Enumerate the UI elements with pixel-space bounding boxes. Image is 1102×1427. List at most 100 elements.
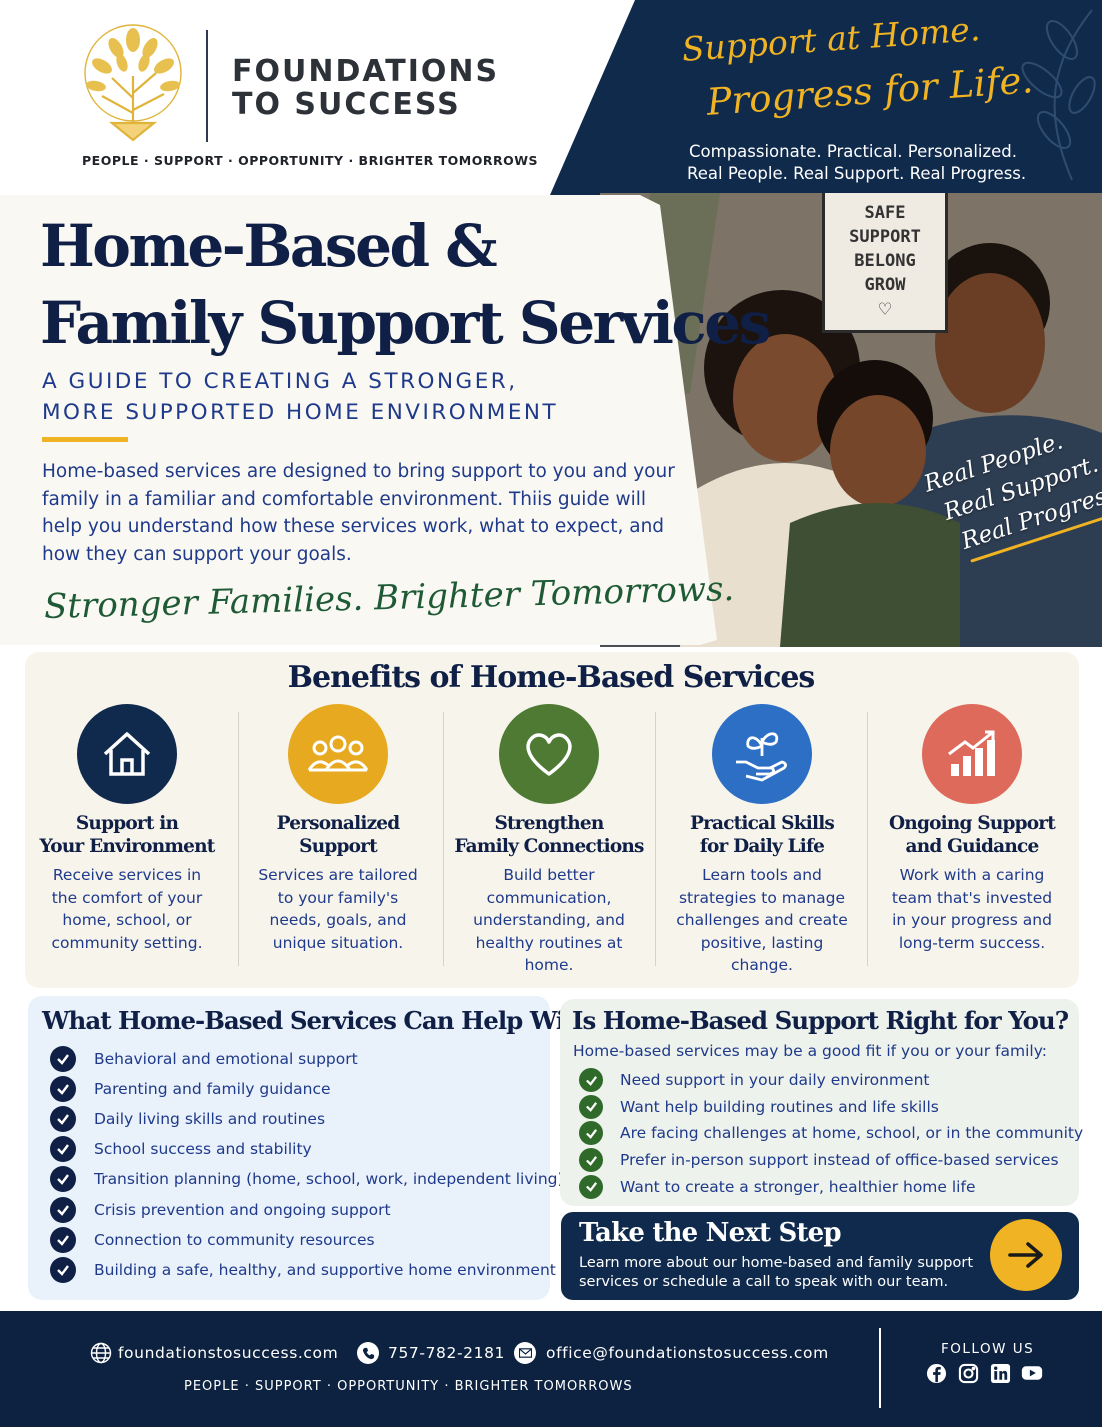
hero-subtitle-line-1: A GUIDE TO CREATING A STRONGER, [42,369,518,394]
check-icon [579,1094,603,1119]
footer-phone-link[interactable]: 757-782-2181 [357,1342,505,1364]
list-item-label: Need support in your daily environment [620,1071,930,1090]
benefit-desc: Work with a caring team that's invested … [891,866,1053,952]
hero-subtitle-line-2: MORE SUPPORTED HOME ENVIRONMENT [42,400,559,425]
linkedin-icon[interactable] [989,1362,1011,1384]
header-subline-2: Real People. Real Support. Real Progress… [687,164,1027,183]
benefit-desc: Services are tailored to your family's n… [258,866,418,952]
list-item: Behavioral and emotional support [50,1044,564,1074]
home-icon [77,704,177,804]
list-item-label: Connection to community resources [94,1230,375,1249]
heart-icon [499,704,599,804]
hero-title-line-1: Home-Based & [40,212,498,280]
fit-panel [560,999,1079,1206]
sign-line: SUPPORT [849,227,921,247]
sign-line: SAFE [864,203,906,223]
list-item-label: Are facing challenges at home, school, o… [620,1124,1084,1143]
phone-icon [357,1342,379,1364]
list-item: Transition planning (home, school, work,… [50,1164,564,1194]
check-icon [50,1166,76,1193]
list-item-label: Crisis prevention and ongoing support [94,1200,391,1219]
mail-icon [514,1342,536,1364]
fit-list: Need support in your daily environment W… [579,1067,1083,1200]
benefit-divider [867,712,868,966]
footer [0,1311,1102,1427]
list-item: Want to create a stronger, healthier hom… [579,1173,1083,1200]
brand-tagline: PEOPLE · SUPPORT · OPPORTUNITY · BRIGHTE… [82,153,538,168]
list-item: Prefer in-person support instead of offi… [579,1147,1083,1174]
footer-divider [879,1328,881,1408]
benefit-divider [238,712,239,966]
help-panel [28,996,550,1300]
list-item: Want help building routines and life ski… [579,1094,1083,1121]
benefits-title: Benefits of Home-Based Services [287,660,816,695]
next-step-button[interactable] [990,1219,1062,1291]
check-icon [50,1226,76,1253]
benefit-title-line: Your Environment [39,836,216,857]
logo-divider [206,30,208,142]
list-item: School success and stability [50,1134,564,1164]
check-icon [579,1068,603,1093]
header-banner [550,0,1102,195]
benefit-divider [655,712,656,966]
follow-us-label: FOLLOW US [941,1341,1035,1357]
instagram-icon[interactable] [957,1362,979,1384]
leaf-decoration-icon [1021,9,1096,181]
benefit-title-line: Family Connections [454,836,644,857]
hero-subtitle: A GUIDE TO CREATING A STRONGER, MORE SUP… [42,366,558,428]
benefit-desc: Build better communication, understandin… [473,866,625,974]
check-icon [579,1174,603,1199]
header-subline-1: Compassionate. Practical. Personalized. [689,142,1018,161]
list-item-label: Transition planning (home, school, work,… [94,1170,564,1189]
list-item-label: Want help building routines and life ski… [620,1097,939,1116]
benefit-desc: Receive services in the comfort of your … [51,866,203,952]
globe-icon [90,1342,112,1364]
gold-rule [42,437,128,442]
list-item: Connection to community resources [50,1225,564,1255]
list-item-label: School success and stability [94,1140,312,1159]
group-icon [288,704,388,804]
list-item-label: Behavioral and emotional support [94,1050,358,1069]
list-item-label: Want to create a stronger, healthier hom… [620,1177,976,1196]
growth-chart-icon [922,704,1022,804]
benefit-divider [443,712,444,966]
check-icon [50,1196,76,1223]
hero-body: Home-based services are designed to brin… [42,461,675,565]
benefit-title-line: Support [299,836,378,857]
check-icon [579,1121,603,1146]
list-item: Are facing challenges at home, school, o… [579,1120,1083,1147]
check-icon [50,1256,76,1283]
list-item: Parenting and family guidance [50,1074,564,1104]
footer-email-link[interactable]: office@foundationstosuccess.com [514,1342,829,1364]
footer-email: office@foundationstosuccess.com [546,1344,829,1362]
check-icon [50,1136,76,1163]
social-links [925,1362,1043,1384]
help-list: Behavioral and emotional support Parenti… [50,1044,564,1285]
list-item: Daily living skills and routines [50,1104,564,1134]
facebook-icon[interactable] [925,1362,947,1384]
youtube-icon[interactable] [1021,1362,1043,1384]
footer-website: foundationstosuccess.com [118,1344,339,1362]
benefit-title-line: Ongoing Support [888,813,1056,834]
hand-sprout-icon [712,704,812,804]
check-icon [50,1076,76,1103]
brand-line-1: FOUNDATIONS [232,54,500,89]
brand-line-2: TO SUCCESS [232,87,461,122]
cta-body: Learn more about our home-based and fami… [579,1255,974,1290]
footer-website-link[interactable]: foundationstosuccess.com [90,1342,338,1364]
hero-card [0,195,717,645]
check-icon [50,1046,76,1073]
hero-title: Home-Based & Family Support Services [40,208,771,362]
benefit-title-line: Personalized [276,813,401,834]
list-item: Building a safe, healthy, and supportive… [50,1255,564,1285]
list-item-label: Daily living skills and routines [94,1110,326,1129]
benefit-title-line: Practical Skills [689,813,835,834]
list-item-label: Building a safe, healthy, and supportive… [94,1260,556,1279]
benefit-title-line: and Guidance [905,836,1040,857]
cta-title: Take the Next Step [579,1218,842,1248]
